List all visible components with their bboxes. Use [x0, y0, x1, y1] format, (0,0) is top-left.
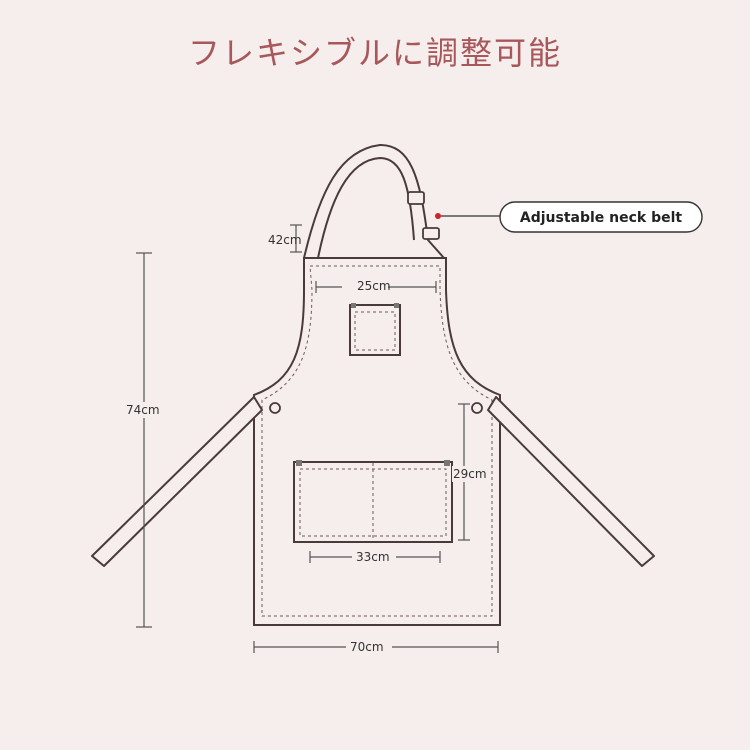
pocket-height-label: 29cm	[453, 467, 487, 481]
apron-stitching	[261, 265, 493, 617]
front-pocket	[293, 460, 453, 543]
bib-width-label: 25cm	[357, 279, 391, 293]
bottom-width-label: 70cm	[350, 640, 384, 654]
strap-height-label: 42cm	[268, 233, 302, 247]
callout-dot-icon	[435, 213, 441, 219]
neck-adjuster-icon	[407, 191, 440, 240]
neck-belt-callout: Adjustable neck belt	[435, 201, 703, 233]
left-grommet-icon	[269, 402, 281, 414]
chest-pocket	[349, 303, 401, 356]
right-grommet-icon	[471, 402, 483, 414]
page-title: フレキシブルに調整可能	[187, 34, 562, 72]
waist-ties	[91, 396, 655, 567]
pocket-width-label: 33cm	[356, 550, 390, 564]
callout-label: Adjustable neck belt	[520, 210, 683, 226]
total-length-label: 74cm	[126, 403, 160, 417]
